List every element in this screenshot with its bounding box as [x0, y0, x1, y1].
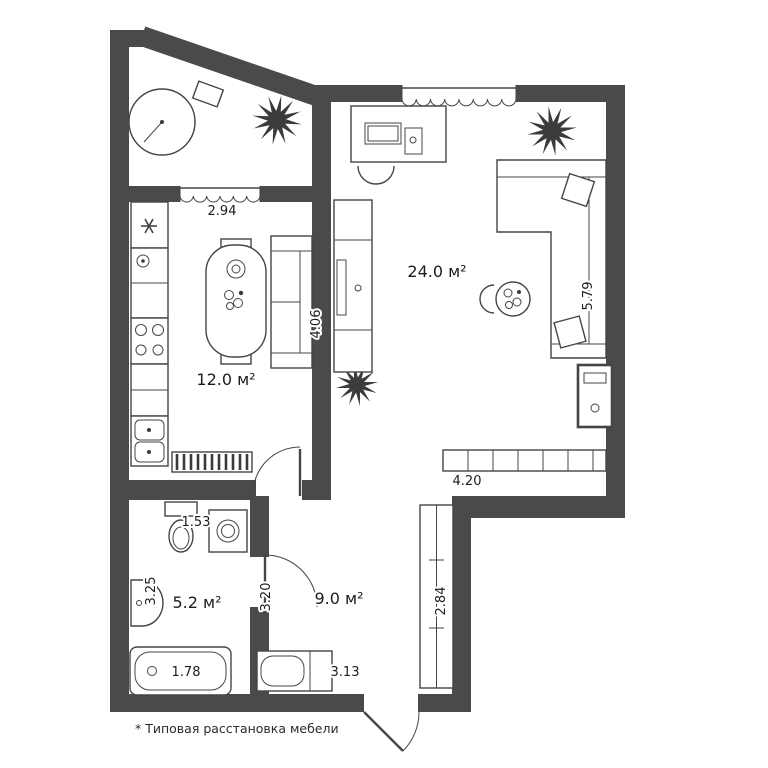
- tv-stand: [576, 363, 614, 429]
- dim-balcony-width: 2.94: [208, 204, 237, 219]
- plant-icon: [523, 102, 581, 160]
- dim-kitchen-wall: 4.06: [309, 310, 324, 339]
- wall-center: [312, 88, 331, 500]
- wall-right: [606, 85, 625, 518]
- room-labels: 24.0 м² 12.0 м² 5.2 м² 9.0 м²: [170, 260, 468, 614]
- desk-chair: [357, 165, 395, 185]
- desk: [350, 105, 447, 163]
- corner-sofa: [496, 159, 607, 359]
- wall-bottom-left: [110, 694, 364, 712]
- shelving-unit: [333, 199, 373, 373]
- dim-hall-bottom: 3.13: [331, 665, 360, 680]
- wardrobe: [419, 504, 454, 689]
- balcony-stool: [191, 80, 225, 108]
- kitchen-door: [252, 446, 302, 496]
- plate-icon: [226, 259, 246, 279]
- kitchen-fixture-icon: [136, 254, 150, 268]
- pc-tower-icon: [404, 127, 423, 155]
- pillow-icon: [553, 315, 587, 349]
- window-balcony: [179, 186, 261, 203]
- room-label-hallway: 9.0 м²: [314, 589, 363, 608]
- dim-living-width: 4.20: [453, 474, 482, 489]
- dim-hall-left: 3.20: [259, 583, 274, 612]
- dim-wardrobe: 2.84: [434, 587, 449, 616]
- footnote: * Типовая расстановка мебели: [135, 721, 339, 736]
- toilet: [164, 501, 198, 553]
- decor-flowers-icon: [224, 290, 234, 300]
- wall-left: [110, 30, 129, 712]
- balcony-round-table: [128, 88, 196, 156]
- washing-machine: [208, 509, 248, 553]
- fridge: [130, 201, 169, 249]
- room-label-bathroom: 5.2 м²: [172, 593, 221, 612]
- dining-table: [205, 238, 267, 365]
- kitchen-sink: [130, 415, 169, 467]
- wall-diagonal: [138, 26, 326, 108]
- kitchen-sofa: [270, 235, 313, 369]
- dim-bathtub: 1.78: [172, 665, 201, 680]
- snowflake-icon: [141, 218, 157, 234]
- coffee-table: [495, 281, 531, 317]
- entrance-door: [363, 711, 420, 752]
- wall-balcony-bottom-left: [110, 186, 180, 202]
- dim-living-depth: 5.79: [581, 282, 596, 311]
- wall-kitchen-bottom-left: [110, 480, 256, 500]
- side-chair: [479, 284, 495, 314]
- radiator: [171, 451, 253, 473]
- dim-bath-top: 1.53: [182, 515, 211, 530]
- stove: [130, 317, 169, 365]
- sideboard: [442, 449, 607, 472]
- window-scallops: [179, 195, 261, 203]
- pillow-icon: [560, 172, 596, 208]
- kitchen-counter-lower: [130, 363, 169, 417]
- wall-kitchen-bottom-stub: [302, 480, 331, 500]
- window-scallops: [401, 98, 517, 107]
- monitor-icon: [364, 122, 402, 145]
- wall-hall-right: [452, 518, 471, 712]
- wall-living-bottom: [452, 496, 625, 518]
- room-label-living: 24.0 м²: [407, 262, 466, 281]
- bathtub: [129, 646, 232, 696]
- window-living: [401, 85, 517, 107]
- wall-top-living-right: [516, 85, 625, 102]
- hallway-bench: [256, 650, 333, 692]
- dim-bath-left: 3.25: [144, 577, 159, 606]
- kitchen-counter-upper: [130, 247, 169, 319]
- room-label-kitchen: 12.0 м²: [196, 370, 255, 389]
- bathroom-door: [263, 554, 318, 608]
- wall-bath-right-top: [250, 496, 269, 557]
- wall-top-living-left: [312, 85, 402, 102]
- dimension-labels: 2.94 4.06 5.79 4.20 1.53 3.25 3.20 2.84 …: [142, 202, 598, 682]
- bathroom-sink: [130, 579, 164, 627]
